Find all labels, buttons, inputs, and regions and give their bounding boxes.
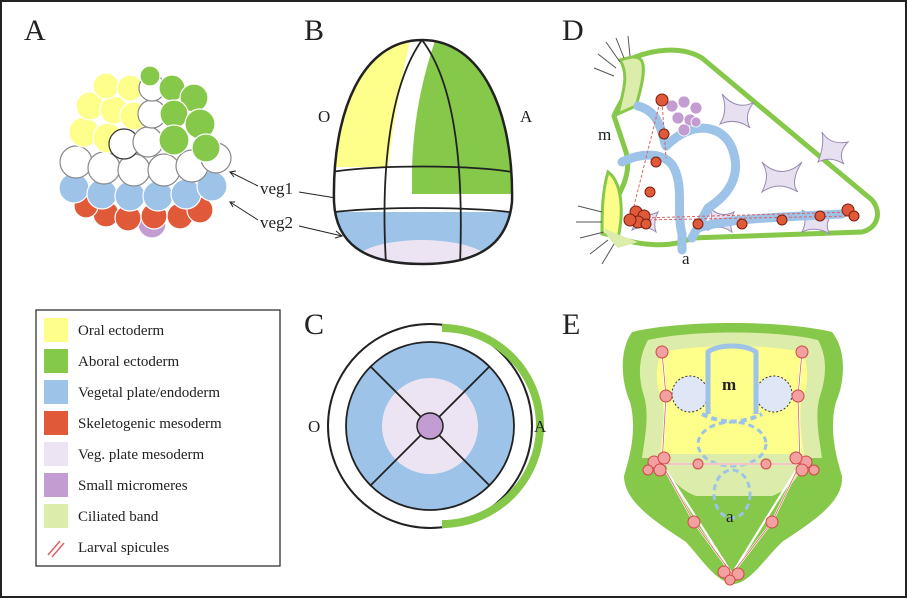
ectoderm-cell (132, 126, 164, 158)
panel-d-mouth-label: m (598, 125, 611, 144)
veg1-label: veg1 (260, 179, 293, 198)
blastula-embryo (58, 65, 232, 239)
panel-d: D (562, 14, 880, 268)
mouth-e (705, 343, 759, 414)
panel-c-oral-label: O (308, 417, 320, 436)
legend-item: Vegetal plate/endoderm (44, 380, 220, 404)
spicule-swatch (47, 540, 61, 556)
legend-swatch (44, 349, 68, 373)
cilia-upper (593, 35, 631, 77)
panel-e-mouth-label: m (722, 375, 736, 394)
panel-b-aboral-label: A (520, 107, 533, 126)
veg-mesoderm-region (352, 240, 492, 264)
panel-e: E m a (562, 308, 843, 586)
micromere-center (416, 412, 444, 440)
legend-swatch (44, 318, 68, 342)
panel-b-oral-label: O (318, 107, 330, 126)
small-micromere-cluster (665, 95, 703, 137)
skeletogenic-cells-e (642, 345, 820, 586)
oral-ectoderm-cell (92, 72, 120, 100)
stomach-e (696, 420, 768, 468)
aboral-ectoderm-cell (158, 124, 190, 156)
panel-d-anus-label: a (682, 249, 690, 268)
panel-d-letter: D (562, 14, 584, 47)
legend-swatch (44, 442, 68, 466)
aboral-ectoderm-cell (159, 99, 189, 129)
legend-label: Oral ectoderm (78, 323, 165, 339)
vegetal-cell (170, 178, 202, 210)
embryo-b-fills (333, 40, 513, 264)
legend-label: Larval spicules (78, 540, 169, 556)
panel-a: A (24, 14, 344, 239)
panel-e-anus-label: a (726, 507, 734, 526)
legend-item: Ciliated band (44, 504, 159, 528)
legend-item: Veg. plate mesoderm (44, 442, 205, 466)
oral-ectoderm-lower (600, 169, 623, 240)
legend-swatch (44, 504, 68, 528)
legend-swatch (44, 411, 68, 435)
legend-label: Vegetal plate/endoderm (78, 385, 220, 401)
panel-a-letter: A (24, 14, 46, 47)
spicule-swatch (51, 542, 65, 558)
legend-item: Small micromeres (44, 473, 188, 497)
oral-ectoderm-e (656, 346, 808, 454)
legend-swatch (44, 380, 68, 404)
aboral-ectoderm-cell (139, 65, 161, 87)
panel-c-aboral-label: A (534, 417, 547, 436)
veg1-cell (147, 153, 181, 187)
legend-item: Oral ectoderm (44, 318, 165, 342)
skeletogenic-cells-d (623, 93, 860, 230)
panel-e-letter: E (562, 308, 580, 341)
larva-body (603, 47, 880, 248)
legend-label: Aboral ectoderm (78, 354, 180, 370)
cilia-lower (576, 205, 615, 265)
legend-item: Larval spicules (47, 540, 169, 558)
legend-label: Skeletogenic mesoderm (78, 416, 222, 432)
embryo-b-meridians (333, 40, 513, 264)
legend-item: Aboral ectoderm (44, 349, 180, 373)
panel-c-letter: C (304, 308, 324, 341)
legend-swatch (44, 473, 68, 497)
veg1-cell (59, 145, 93, 179)
legend-label: Small micromeres (78, 478, 188, 494)
intestine-e (712, 468, 752, 520)
panel-b-letter: B (304, 14, 324, 47)
veg2-label: veg2 (260, 213, 293, 232)
legend-item: Skeletogenic mesoderm (44, 411, 222, 435)
legend-label: Veg. plate mesoderm (78, 447, 205, 463)
legend-label: Ciliated band (78, 509, 159, 525)
panel-c: C O A (304, 308, 547, 529)
panel-b: B O A (304, 14, 533, 266)
embryo-b-outline (332, 38, 514, 266)
ciliated-band-lower (604, 228, 638, 248)
aboral-ectoderm-cell (191, 133, 221, 163)
legend-box (35, 309, 281, 567)
